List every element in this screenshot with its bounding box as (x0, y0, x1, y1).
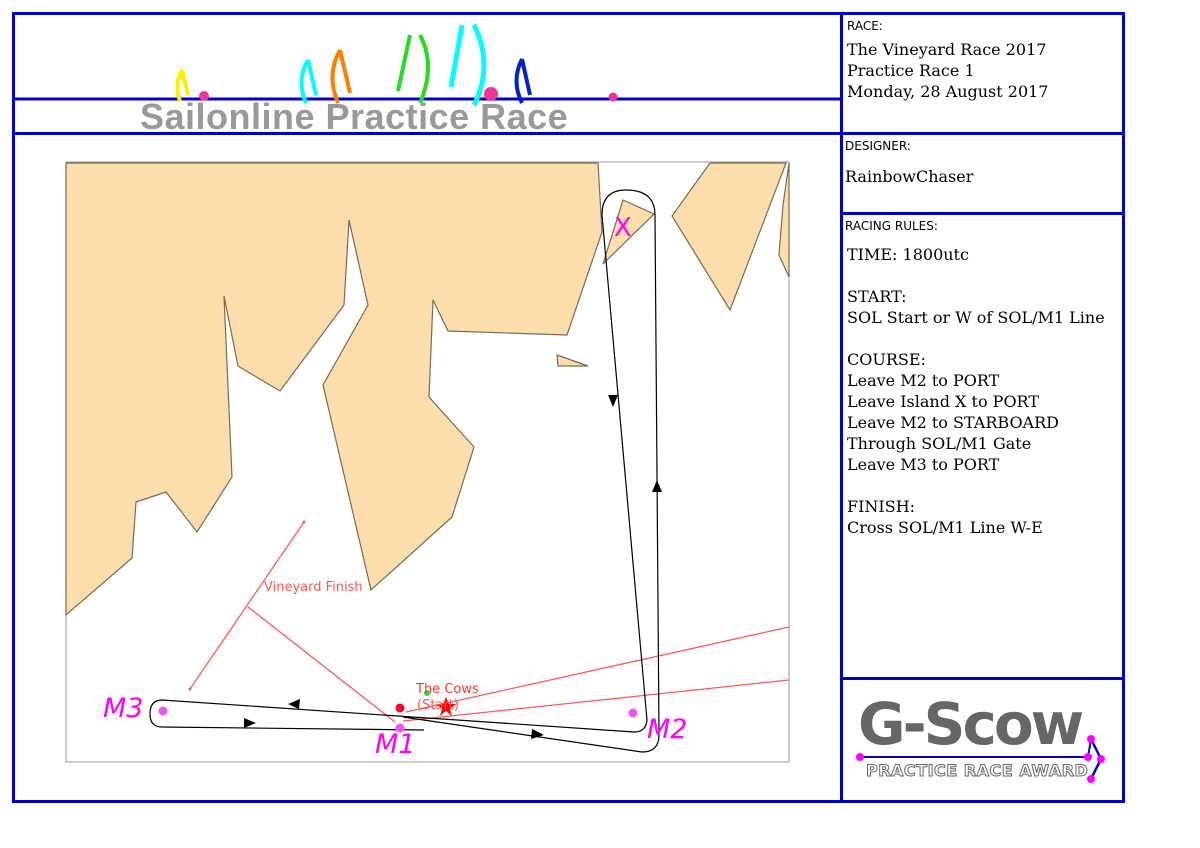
arrow-south-icon (608, 395, 618, 407)
designer-box-divider (841, 212, 1122, 215)
rules-box-divider (841, 677, 1122, 680)
m1-buoy (395, 723, 405, 733)
award-decoration (856, 735, 1105, 783)
rules-line: COURSE: (847, 350, 926, 369)
small-islet (556, 354, 589, 367)
start-bearing-1 (405, 626, 790, 713)
mainland (65, 162, 603, 617)
header-title: Sailonline Practice Race (140, 96, 569, 137)
course-track (149, 189, 660, 753)
award-title: G-Scow (858, 690, 1084, 758)
arrow-north-icon (652, 480, 662, 492)
start-label: The Cows (415, 682, 479, 697)
start-star-icon (436, 697, 456, 716)
mark-x-label: X (614, 213, 632, 243)
mark-m3-label: M3 (103, 693, 144, 724)
arrow-east-icon (531, 729, 544, 739)
finish-label: Vineyard Finish (264, 580, 363, 595)
rules-line: Leave M2 to PORT (847, 371, 1000, 390)
arrow-west-icon (288, 699, 300, 709)
mark-m1-label: M1 (375, 729, 416, 760)
race-date: Monday, 28 August 2017 (847, 82, 1049, 101)
m2-buoy (628, 708, 638, 718)
rules-line: FINISH: (847, 497, 916, 516)
page-frame (12, 12, 1125, 803)
column-divider (840, 12, 843, 800)
race-box-divider (841, 132, 1122, 135)
start-label-sub: (Start) (417, 698, 459, 713)
start-bearing-2 (402, 679, 790, 722)
start-buoy (395, 703, 405, 713)
east-land (671, 162, 787, 312)
rules-line: Leave M3 to PORT (847, 455, 1000, 474)
header-divider (12, 132, 842, 135)
race-label: RACE: (847, 19, 883, 33)
rules-line: Through SOL/M1 Gate (847, 434, 1032, 453)
island-x (602, 199, 656, 265)
designer-label: DESIGNER: (845, 139, 911, 153)
race-info: The Vineyard Race 2017 Practice Race 1 M… (847, 39, 1048, 102)
finish-line-west (189, 521, 305, 690)
race-name: The Vineyard Race 2017 (847, 40, 1047, 59)
start-point (424, 690, 430, 696)
rules-line: Leave Island X to PORT (847, 392, 1039, 411)
sailonline-logo (14, 23, 840, 107)
race-subtitle: Practice Race 1 (847, 61, 975, 80)
east-land-edge (778, 162, 790, 278)
rules-label: RACING RULES: (845, 219, 938, 233)
rules-line: Cross SOL/M1 Line W-E (847, 518, 1043, 537)
m3-buoy (158, 706, 168, 716)
rules-line: Leave M2 to STARBOARD (847, 413, 1059, 432)
award-subtitle: PRACTICE RACE AWARD (865, 761, 1089, 781)
designer-name: RainbowChaser (845, 167, 974, 186)
rules-line: SOL Start or W of SOL/M1 Line (847, 308, 1105, 327)
mark-m2-label: M2 (647, 714, 688, 745)
arrow-east-icon (244, 718, 256, 728)
rules-line: START: (847, 287, 907, 306)
rules-line: TIME: 1800utc (847, 245, 969, 264)
finish-line-leg (247, 606, 396, 723)
